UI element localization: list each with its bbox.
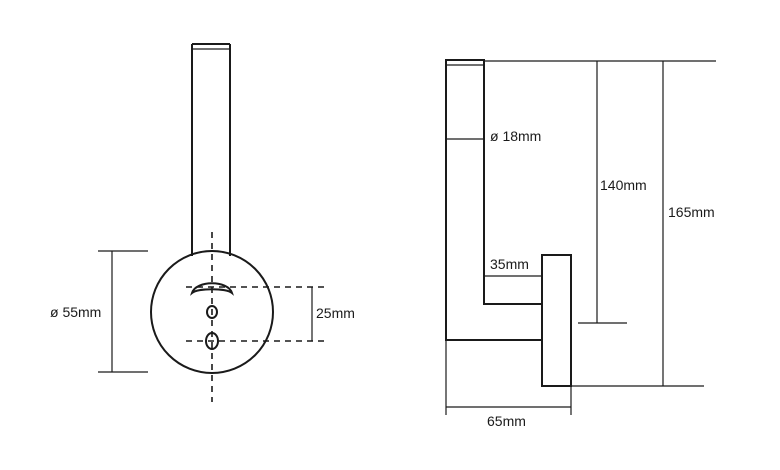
depth-dimension [445,340,572,415]
front-view: ø 55mm 25mm [50,43,355,402]
tube-diameter-label: ø 18mm [490,128,541,144]
side-tube-outline [445,59,543,341]
base-plate-circle [150,250,274,374]
keyhole-slot [190,282,234,296]
diameter-dimension [98,250,148,373]
front-tube [191,43,231,256]
screw-hole-upper [206,305,218,319]
diameter-label: ø 55mm [50,304,101,320]
arm-offset-label: 35mm [490,256,529,272]
height-total-label: 165mm [668,204,715,220]
screw-spacing-label: 25mm [316,305,355,321]
side-wall-plate [541,254,572,387]
depth-label: 65mm [487,413,526,429]
height-inner-label: 140mm [600,177,647,193]
side-view: ø 18mm 35mm 140mm 165mm 65mm [445,59,716,429]
